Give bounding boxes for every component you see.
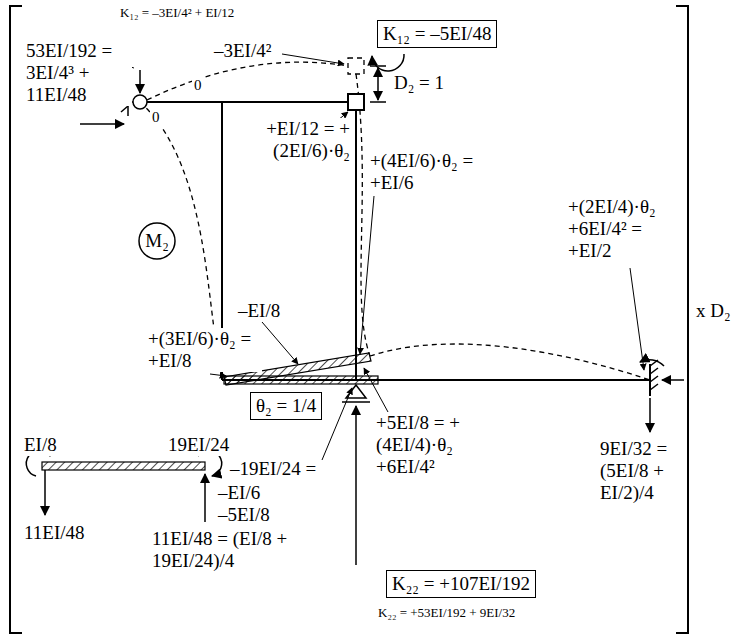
reaction-arrow (355, 406, 357, 565)
frame-members (355, 110, 357, 380)
displacement-arrow (370, 65, 386, 67)
expression-label: 53EI/192 = 3EI/4³ + 11EI/48 (24, 40, 132, 106)
free-body-beam (26, 450, 221, 522)
expression-label: –3EI/4² (212, 40, 273, 62)
pin-support (133, 95, 147, 109)
node-text: K₁₂ = –5EI/48 (383, 23, 491, 44)
result-box: K₁₂ = –5EI/48 (377, 20, 497, 48)
matrix-bracket (10, 6, 688, 633)
expression-label: –5EI/8 (216, 504, 272, 526)
frame-members (147, 101, 348, 103)
expression-label: –EI/8 (236, 300, 282, 322)
deflected-shape (348, 58, 364, 74)
result-box: K₂₂ = +107EI/192 (386, 570, 536, 598)
rotation-box: θ₂ = 1/4 (250, 392, 322, 420)
deflected-shape (370, 344, 650, 380)
reaction-arrow (649, 398, 651, 432)
reaction-arrow (139, 70, 141, 93)
node-text: K₂₂ = +107EI/192 (392, 573, 530, 594)
expression-label: 0 (150, 108, 162, 127)
circle-outline (139, 223, 175, 259)
state-circle: M₂ (138, 222, 176, 260)
expression-label: +5EI/8 = +(4EI/4)·θ₂ +6EI/4² (374, 412, 484, 478)
leader-line (322, 388, 352, 460)
displacement-arrow (370, 101, 386, 103)
fixed-support (650, 368, 658, 374)
leader-line (282, 54, 344, 64)
fixed-support (650, 376, 658, 382)
expression-label: +EI/12 = +(2EI/6)·θ₂ (224, 118, 352, 162)
expression-label: 19EI/24 (166, 434, 231, 456)
roller-support (342, 385, 370, 402)
pin-support (121, 106, 128, 112)
expression-label: +(4EI/6)·θ₂ = +EI/6 (368, 150, 482, 194)
leader-line (630, 268, 644, 370)
leader-line (210, 374, 226, 376)
expression-label: 11EI/48 (22, 522, 87, 544)
leader-line (364, 368, 388, 412)
leader-line (108, 54, 644, 460)
free-body-beam (42, 462, 205, 470)
deflected-shape (147, 62, 348, 100)
expression-label: 11EI/48 = (EI/8 + 19EI/24)/4 (150, 528, 334, 572)
free-body-beam (204, 474, 206, 522)
fixed-support (650, 384, 658, 390)
reaction-arrow (80, 123, 124, 125)
expression-label: –19EI/24 = (228, 458, 318, 480)
free-body-beam (44, 470, 46, 515)
reaction-arrow (80, 70, 684, 565)
expression-label: x D₂ (694, 300, 733, 322)
matrix-bracket (10, 6, 22, 633)
node-text: θ₂ = 1/4 (256, 395, 316, 416)
expression-label: K₁₂ = –3EI/4² + EI/12 (118, 4, 236, 21)
expression-label: +(2EI/4)·θ₂ +6EI/4² = +EI/2 (566, 196, 684, 262)
reaction-arrow (662, 379, 684, 381)
matrix-bracket (676, 6, 688, 633)
node-text: M₂ (145, 230, 169, 252)
expression-label: +(3EI/6)·θ₂ = +EI/8 (146, 328, 262, 372)
displacement-arrow (372, 54, 404, 71)
expression-label: EI/8 (22, 434, 59, 456)
deflected-shape (356, 74, 370, 356)
displacement-arrow (377, 68, 379, 100)
fixed-support (649, 364, 651, 396)
expression-label: –EI/6 (216, 482, 262, 504)
expression-label: D₂ = 1 (392, 72, 446, 94)
leader-line (262, 322, 298, 364)
leader-line (360, 196, 374, 354)
expression-label: 9EI/32 = (5EI/8 + EI/2)/4 (598, 438, 686, 504)
expression-label: K₂₂ = +53EI/192 + 9EI/32 (376, 604, 517, 621)
expression-label: 0 (192, 76, 204, 95)
frame-members (348, 94, 364, 110)
